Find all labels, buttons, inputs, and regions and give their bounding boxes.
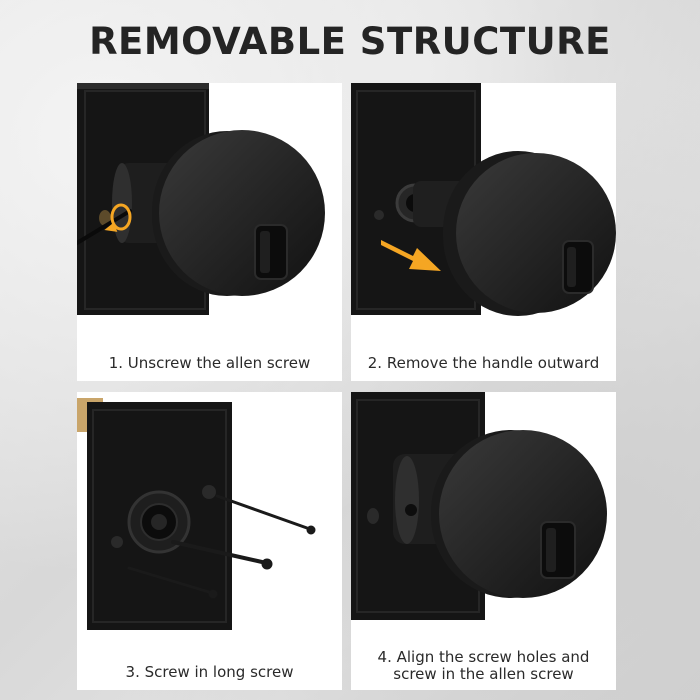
step-2-illustration: [351, 83, 616, 316]
step-1-illustration: [77, 83, 325, 315]
step-2-panel: 2. Remove the handle outward: [351, 83, 616, 381]
step-1-caption: 1. Unscrew the allen screw: [108, 354, 311, 372]
rotate-arrow-icon: [104, 203, 132, 232]
allen-wrench-icon: [77, 209, 132, 245]
step-1-panel: 1. Unscrew the allen screw: [77, 83, 342, 381]
step-4-panel: 4. Align the screw holes and screw in th…: [351, 392, 616, 690]
step-4-illustration: [351, 392, 607, 620]
direction-arrow-icon: [381, 240, 441, 271]
knob-face: [159, 130, 325, 296]
step-2-caption: 2. Remove the handle outward: [367, 354, 600, 372]
step-4-caption-line-1: 4. Align the screw holes and: [377, 648, 590, 666]
knob-face: [439, 430, 607, 598]
step-4-caption: 4. Align the screw holes and screw in th…: [351, 649, 616, 683]
step-3-panel: 3. Screw in long screw: [77, 392, 342, 690]
thumb-turn: [254, 224, 288, 280]
step-4-caption-line-2: screw in the allen screw: [393, 665, 574, 683]
step-3-illustration: [77, 398, 316, 630]
step-3-caption: 3. Screw in long screw: [125, 663, 294, 681]
page-title: REMOVABLE STRUCTURE: [89, 20, 611, 63]
long-screw-icon: [127, 494, 316, 599]
